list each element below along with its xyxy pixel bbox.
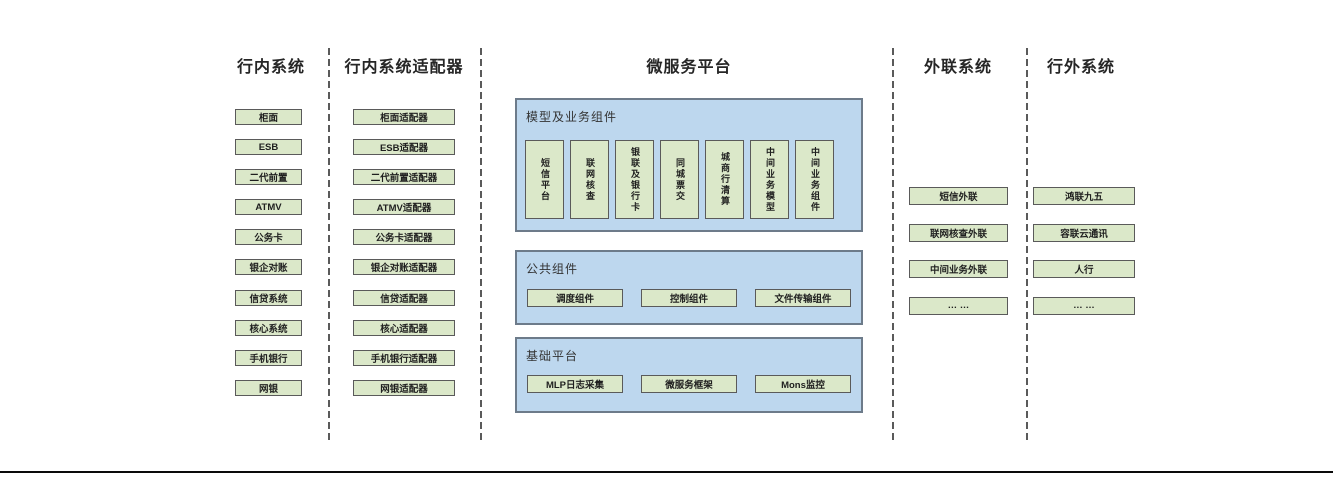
header-external-systems: 行外系统 xyxy=(1046,59,1115,76)
external-box: 人行 xyxy=(1033,260,1135,278)
adapter-box: ESB适配器 xyxy=(353,139,455,156)
component-box: 微服务框架 xyxy=(641,375,737,393)
model-component-list: 短信平台联网核查银联及银行卡同城票交城商行清算中间业务模型中间业务组件 xyxy=(525,140,834,219)
adapter-box: ATMV适配器 xyxy=(353,199,455,216)
outlink-box: … … xyxy=(909,296,1008,315)
common-component-list: 调度组件控制组件文件传输组件 xyxy=(527,289,851,307)
external-box: … … xyxy=(1033,296,1135,315)
outlink-box: 短信外联 xyxy=(909,187,1008,205)
adapter-box: 银企对账适配器 xyxy=(353,259,455,276)
system-box: 柜面 xyxy=(235,109,302,125)
header-microservice-platform: 微服务平台 xyxy=(646,59,732,76)
component-box: 控制组件 xyxy=(641,289,737,307)
adapter-box: 柜面适配器 xyxy=(353,109,455,125)
panel-title: 公共组件 xyxy=(526,262,579,276)
adapter-box: 手机银行适配器 xyxy=(353,349,455,366)
component-box: Mons监控 xyxy=(755,375,851,393)
component-box: 同城票交 xyxy=(660,140,699,219)
component-box: 银联及银行卡 xyxy=(615,140,654,219)
base-platform-list: MLP日志采集微服务框架 Mons监控 xyxy=(527,375,851,393)
adapter-box: 网银适配器 xyxy=(353,379,455,396)
external-box: 鸿联九五 xyxy=(1033,187,1135,205)
external-box: 容联云通讯 xyxy=(1033,223,1135,242)
panel-title: 模型及业务组件 xyxy=(526,110,618,124)
component-box: 文件传输组件 xyxy=(755,289,851,307)
column-separator xyxy=(480,48,482,440)
system-box: ATMV xyxy=(235,199,302,216)
system-box: 手机银行 xyxy=(235,349,302,366)
component-box: 城商行清算 xyxy=(705,140,744,219)
header-internal-adapters: 行内系统适配器 xyxy=(344,59,464,76)
adapter-box: 二代前置适配器 xyxy=(353,169,455,186)
panel-title: 基础平台 xyxy=(526,349,579,363)
system-box: 银企对账 xyxy=(235,259,302,276)
system-box: 二代前置 xyxy=(235,169,302,186)
outlink-box: 中间业务外联 xyxy=(909,260,1008,278)
component-box: 中间业务模型 xyxy=(750,140,789,219)
internal-systems-list: 柜面 ESB 二代前置 ATMV 公务卡银企对账信贷系统核心系统手机银行网银 xyxy=(235,109,302,410)
bottom-rule xyxy=(0,471,1333,473)
external-systems-list: 鸿联九五容联云通讯人行 … … xyxy=(1033,187,1135,333)
component-box: 联网核查 xyxy=(570,140,609,219)
component-box: 中间业务组件 xyxy=(795,140,834,219)
column-separator xyxy=(892,48,894,440)
panel-base-platform: 基础平台 MLP日志采集微服务框架 Mons监控 xyxy=(515,337,863,413)
panel-model-business-components: 模型及业务组件 短信平台联网核查银联及银行卡同城票交城商行清算中间业务模型中间业… xyxy=(515,98,863,232)
system-box: 网银 xyxy=(235,379,302,396)
system-box: 核心系统 xyxy=(235,319,302,336)
system-box: 公务卡 xyxy=(235,229,302,246)
adapter-box: 信贷适配器 xyxy=(353,289,455,306)
header-outlink-systems: 外联系统 xyxy=(923,59,992,76)
adapter-box: 核心适配器 xyxy=(353,319,455,336)
outlink-box: 联网核查外联 xyxy=(909,223,1008,242)
column-separator xyxy=(328,48,330,440)
component-box: 短信平台 xyxy=(525,140,564,219)
system-box: ESB xyxy=(235,139,302,156)
panel-common-components: 公共组件 调度组件控制组件文件传输组件 xyxy=(515,250,863,325)
component-box: 调度组件 xyxy=(527,289,623,307)
column-separator xyxy=(1026,48,1028,440)
outlink-systems-list: 短信外联联网核查外联中间业务外联 … … xyxy=(909,187,1008,333)
header-internal-systems: 行内系统 xyxy=(236,59,305,76)
internal-adapters-list: 柜面适配器 ESB适配器二代前置适配器 ATMV适配器公务卡适配器银企对账适配器信贷… xyxy=(353,109,455,410)
adapter-box: 公务卡适配器 xyxy=(353,229,455,246)
system-box: 信贷系统 xyxy=(235,289,302,306)
component-box: MLP日志采集 xyxy=(527,375,623,393)
